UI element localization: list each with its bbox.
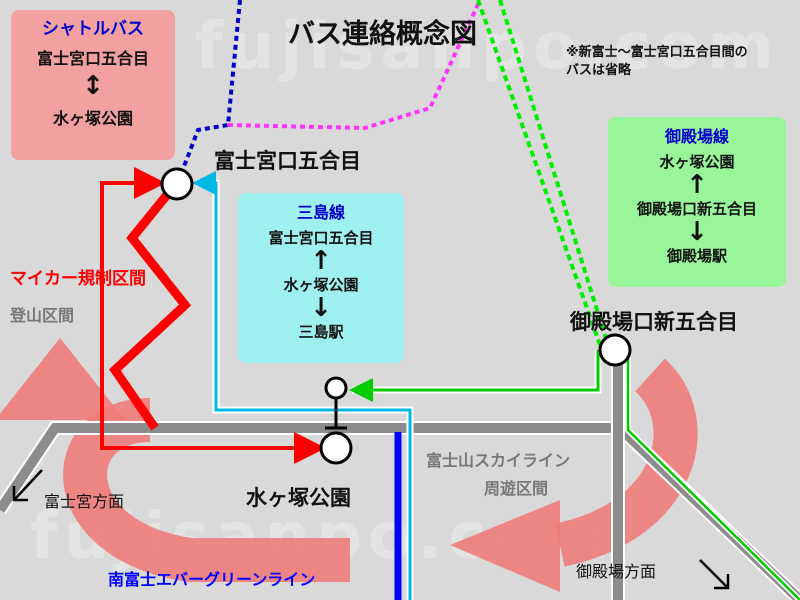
shuttle-box-to: 水ヶ塚公園 bbox=[52, 109, 133, 128]
gotemba-box-stop3: 御殿場駅 bbox=[666, 247, 727, 265]
shuttle-zigzag bbox=[109, 182, 192, 431]
gotemba-box-stop1: 水ヶ塚公園 bbox=[659, 153, 735, 171]
bus-stop-circle bbox=[324, 376, 348, 400]
gotemba-line-box: 御殿場線 水ヶ塚公園 ↑ 御殿場口新五合目 ↓ 御殿場駅 bbox=[608, 117, 786, 287]
mishima-box-stop1: 富士宮口五合目 bbox=[268, 229, 374, 247]
loop-arrow-right-head bbox=[450, 500, 560, 592]
shuttle-box-arrow: ↕ bbox=[82, 71, 104, 101]
arrow-to-gotemba-icon bbox=[699, 559, 730, 590]
gotemba-route-2-core bbox=[626, 355, 800, 600]
loop-section-label: 周遊区間 bbox=[484, 479, 549, 498]
mishima-box-arrow1: ↑ bbox=[310, 246, 332, 276]
fujinomiya-bus-dotted bbox=[176, 0, 242, 183]
evergreen-line-label: 南富士エバーグリーンライン bbox=[108, 570, 316, 589]
loop-arrow-left-head bbox=[0, 338, 125, 420]
note: ※新富士～富士宮口五合目間の バスは省略 bbox=[566, 45, 748, 78]
gotemba-train-dotted-2 bbox=[498, 0, 610, 346]
mishima-route-core bbox=[192, 171, 412, 600]
mishima-box-stop2: 水ヶ塚公園 bbox=[283, 276, 359, 294]
station-gotemba-circle bbox=[598, 333, 632, 367]
mishima-box-title: 三島線 bbox=[296, 203, 345, 222]
to-gotemba-label: 御殿場方面 bbox=[576, 562, 657, 581]
to-fujinomiya-label: 富士宮方面 bbox=[44, 492, 125, 511]
station-fujinomiya-circle bbox=[160, 167, 194, 201]
skyline-label: 富士山スカイライン bbox=[426, 451, 571, 470]
mishima-line-box: 三島線 富士宮口五合目 ↑ 水ヶ塚公園 ↓ 三島駅 bbox=[238, 193, 404, 363]
arrow-to-fujinomiya-icon bbox=[12, 469, 43, 502]
gotemba-box-title: 御殿場線 bbox=[664, 127, 729, 146]
gotemba-train-dotted-1 bbox=[476, 0, 602, 346]
shuttle-box-from: 富士宮口五合目 bbox=[36, 49, 149, 68]
shuttle-bus-box: シャトルバス 富士宮口五合目 ↕ 水ヶ塚公園 bbox=[11, 10, 175, 160]
gotemba-box-stop2: 御殿場口新五合目 bbox=[636, 200, 757, 218]
gotemba-route-core bbox=[349, 350, 600, 402]
climbing-section-label: 登山区間 bbox=[10, 306, 75, 325]
page-title: バス連絡概念図 bbox=[288, 19, 477, 50]
station-mizugatsuka-label: 水ヶ塚公園 bbox=[246, 486, 351, 510]
gotemba-box-arrow1: ↑ bbox=[686, 170, 708, 200]
gotemba-box-arrow2: ↓ bbox=[686, 217, 708, 247]
station-fujinomiya-label: 富士宮口五合目 bbox=[214, 149, 361, 173]
mishima-box-arrow2: ↓ bbox=[310, 293, 332, 323]
mycar-restriction-label: マイカー規制区間 bbox=[10, 269, 146, 289]
mishima-box-stop3: 三島駅 bbox=[298, 323, 344, 341]
shuttle-box-title: シャトルバス bbox=[42, 19, 144, 39]
shinfuji-bus-dotted bbox=[227, 0, 482, 131]
station-gotemba-label: 御殿場口新五合目 bbox=[570, 310, 738, 334]
station-mizugatsuka-circle bbox=[319, 431, 353, 465]
